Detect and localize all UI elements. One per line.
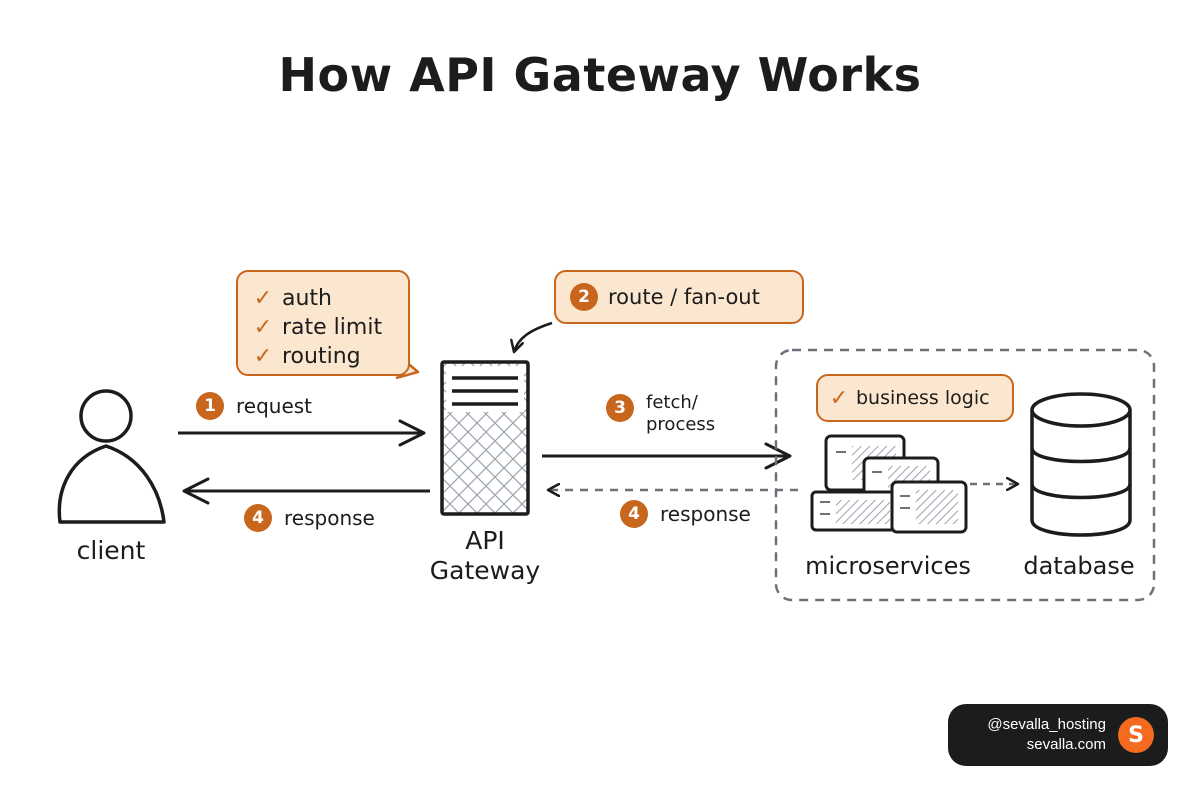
gateway-label-line: API [465, 526, 505, 555]
callout-item-label: auth [282, 286, 332, 311]
brand-handle: @sevalla_hosting [987, 716, 1106, 733]
callout-item: ✓ rate limit [252, 313, 408, 342]
gateway-server-icon [440, 360, 530, 516]
step-label: request [236, 394, 313, 418]
callout-item-label: rate limit [282, 315, 383, 340]
microservices-icon [810, 434, 968, 534]
callout-item: ✓ routing [252, 342, 408, 371]
gateway-label: API Gateway [410, 526, 560, 586]
step-label-line: process [646, 414, 716, 435]
step-request: 1 request [196, 392, 312, 420]
route-pointer-arrow [514, 321, 553, 352]
step-response-services: 4 response [620, 500, 751, 528]
check-icon: ✓ [253, 286, 273, 311]
brand-site: sevalla.com [1026, 736, 1106, 753]
step-badge: 2 [570, 283, 598, 311]
callout-item: ✓ auth [252, 284, 408, 313]
brand-badge: @sevalla_hosting sevalla.com S [948, 704, 1168, 766]
step-label: fetch/ process [646, 392, 715, 436]
services-group-border [774, 348, 1156, 602]
step-badge: 4 [620, 500, 648, 528]
callout-item-label: routing [282, 344, 361, 369]
step-label: response [660, 502, 751, 526]
route-callout-label: route / fan-out [608, 285, 760, 309]
brand-text: @sevalla_hosting sevalla.com [987, 715, 1106, 755]
database-icon [1030, 392, 1132, 537]
step-fetch: 3 fetch/ process [606, 392, 715, 436]
step-label-line: fetch/ [646, 392, 698, 413]
check-icon: ✓ [253, 315, 273, 340]
step-badge: 4 [244, 504, 272, 532]
sevalla-logo-icon: S [1118, 717, 1154, 753]
gateway-features-callout: ✓ auth ✓ rate limit ✓ routing [236, 270, 410, 376]
route-callout: 2 route / fan-out [554, 270, 804, 324]
page-title: How API Gateway Works [278, 48, 922, 102]
step-response-client: 4 response [244, 504, 375, 532]
microservices-label: microservices [805, 552, 971, 580]
business-logic-label: business logic [856, 387, 990, 409]
step-badge: 3 [606, 394, 634, 422]
database-label: database [1023, 552, 1135, 580]
check-icon: ✓ [829, 385, 849, 411]
step-badge: 1 [196, 392, 224, 420]
step-label: response [284, 506, 375, 530]
gateway-label-line: Gateway [429, 556, 541, 585]
client-person-icon [57, 389, 166, 524]
check-icon: ✓ [253, 344, 273, 369]
client-label: client [76, 536, 146, 565]
business-logic-callout: ✓ business logic [816, 374, 1014, 422]
